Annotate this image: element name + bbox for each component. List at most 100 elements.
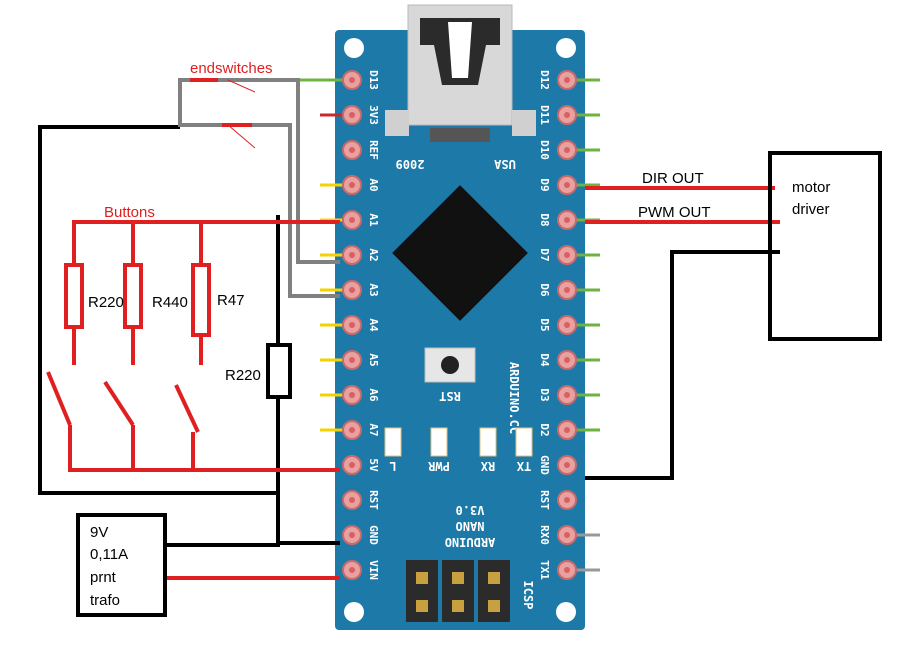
psu-label-3: prnt	[90, 569, 117, 586]
wire-black-driver-gnd	[585, 250, 780, 480]
right-pin-hole-d12	[564, 77, 570, 83]
left-pin-hole-a6	[349, 392, 355, 398]
right-pin-label-rx0: RX0	[538, 525, 551, 545]
r220-a-label: R220	[88, 294, 124, 311]
dir-out-label: DIR OUT	[642, 170, 704, 187]
right-pin-label-d10: D10	[538, 140, 551, 160]
usb-tab	[512, 110, 536, 136]
left-pin-hole-a4	[349, 322, 355, 328]
left-pin-label-a7: A7	[367, 423, 380, 436]
buttons-label: Buttons	[104, 204, 155, 221]
motor-driver-label-1: motor	[792, 179, 830, 196]
icsp-pin	[452, 600, 464, 612]
icsp-label: ICSP	[521, 581, 535, 610]
left-pin-hole-d13	[349, 77, 355, 83]
right-pin-label-d7: D7	[538, 248, 551, 261]
led-tx	[515, 427, 533, 457]
left-pin-hole-a5	[349, 357, 355, 363]
right-pin-label-d4: D4	[538, 353, 551, 367]
icsp-block	[406, 560, 438, 622]
right-pin-hole-d8	[564, 217, 570, 223]
left-pin-hole-5v	[349, 462, 355, 468]
power-supply-box	[76, 513, 167, 617]
resistor-r47	[191, 263, 211, 337]
left-pin-label-a5: A5	[367, 353, 380, 366]
left-pin-label-rst: RST	[367, 490, 380, 510]
right-pin-hole-tx1	[564, 567, 570, 573]
mount-hole	[556, 602, 576, 622]
right-pin-label-tx1: TX1	[538, 560, 551, 580]
mount-hole	[344, 38, 364, 58]
right-pin-hole-d2	[564, 427, 570, 433]
button-switch-2	[103, 380, 135, 427]
left-pin-label-5v: 5V	[367, 458, 380, 472]
left-pin-label-a3: A3	[367, 283, 380, 296]
psu-label-1: 9V	[90, 524, 108, 541]
usb-port-tongue	[448, 22, 472, 78]
left-pin-label-a6: A6	[367, 388, 380, 402]
right-pin-hole-d10	[564, 147, 570, 153]
icsp-pin	[416, 600, 428, 612]
right-pin-hole-d6	[564, 287, 570, 293]
icsp-pin	[452, 572, 464, 584]
board-name-line3: V3.0	[456, 503, 485, 517]
left-pin-hole-a1	[349, 217, 355, 223]
right-pin-label-gnd: GND	[538, 455, 551, 475]
resistor-r220-b	[266, 343, 292, 399]
usb-pins	[430, 128, 490, 142]
left-pin-label-gnd: GND	[367, 525, 380, 545]
left-pin-label-a1: A1	[367, 213, 380, 227]
left-pin-label-a0: A0	[367, 178, 380, 191]
usb-connector	[385, 4, 536, 142]
reset-button-cap[interactable]	[441, 356, 459, 374]
right-pin-label-d11: D11	[538, 105, 551, 125]
endswitch-lever-2	[227, 124, 256, 149]
led-pwr-label: PWR	[427, 459, 449, 473]
left-pin-label-d13: D13	[367, 70, 380, 90]
left-pin-label-a2: A2	[367, 248, 380, 261]
right-pin-hole-gnd	[564, 462, 570, 468]
resistor-r440	[123, 263, 143, 329]
left-pin-label-3v3: 3V3	[367, 105, 380, 125]
motor-driver-box	[768, 151, 882, 341]
wire-black-gnd	[276, 493, 340, 545]
button-switch-3	[174, 384, 200, 433]
led-l-label: L	[389, 459, 396, 473]
wire-gray-endswitch-2	[180, 123, 340, 298]
led-l	[384, 427, 402, 457]
icsp-pin	[416, 572, 428, 584]
r220-b-label: R220	[225, 367, 261, 384]
reset-button[interactable]	[424, 347, 476, 383]
left-pin-hole-rst	[349, 497, 355, 503]
board-name-line2: NANO	[456, 519, 485, 533]
right-pin-label-d12: D12	[538, 70, 551, 90]
psu-label-4: trafo	[90, 592, 120, 609]
right-pin-label-d3: D3	[538, 388, 551, 401]
status-leds	[384, 427, 533, 457]
endswitches-label: endswitches	[190, 60, 273, 77]
left-pin-label-vin: VIN	[367, 560, 380, 580]
left-pin-hole-a3	[349, 287, 355, 293]
usb-tab	[385, 110, 409, 136]
board-year-text: 2009	[396, 157, 425, 171]
led-pwr	[430, 427, 448, 457]
right-pin-hole-d7	[564, 252, 570, 258]
right-pin-hole-d5	[564, 322, 570, 328]
right-pin-label-d9: D9	[538, 178, 551, 191]
icsp-block	[442, 560, 474, 622]
right-pin-hole-d4	[564, 357, 570, 363]
wires	[38, 78, 780, 580]
right-pin-label-d2: D2	[538, 423, 551, 436]
psu-label-2: 0,11A	[90, 546, 128, 563]
left-pin-hole-a7	[349, 427, 355, 433]
icsp-pin	[488, 572, 500, 584]
right-pin-label-d5: D5	[538, 318, 551, 331]
mount-hole	[344, 602, 364, 622]
left-pin-hole-ref	[349, 147, 355, 153]
r47-label: R47	[217, 292, 245, 309]
left-pin-hole-gnd	[349, 532, 355, 538]
resistor-r220-a	[64, 263, 84, 329]
reset-label: RST	[439, 389, 461, 403]
